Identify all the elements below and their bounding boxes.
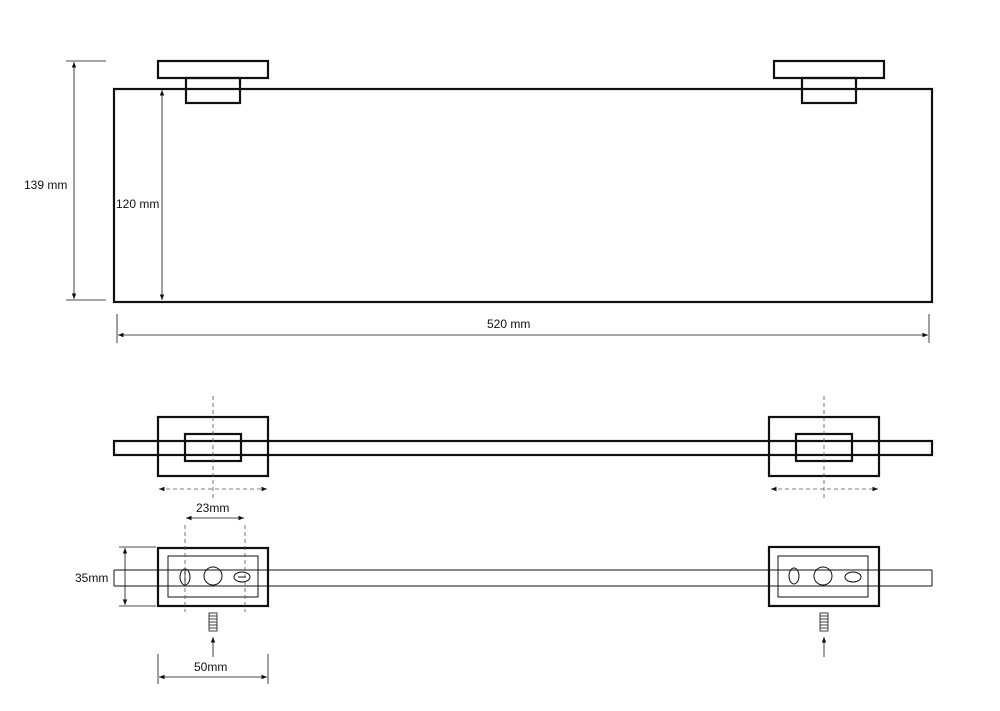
left-bracket-bottom bbox=[156, 546, 270, 608]
dimension-total-height: 139 mm bbox=[24, 60, 106, 301]
glass-top-view bbox=[112, 439, 934, 457]
bracket-height-label: 35mm bbox=[75, 571, 108, 585]
dimension-length: 520 mm bbox=[116, 314, 930, 343]
length-label: 520 mm bbox=[487, 317, 530, 331]
right-screw-icon bbox=[819, 612, 829, 632]
total-height-label: 139 mm bbox=[24, 178, 67, 192]
right-bracket-front bbox=[772, 59, 886, 105]
glass-height-label: 120 mm bbox=[116, 197, 159, 211]
bottom-view: 23mm 35mm bbox=[75, 501, 933, 684]
hole-spacing-label: 23mm bbox=[196, 501, 229, 515]
dimension-bracket-height: 35mm bbox=[75, 546, 156, 607]
glass-panel bbox=[112, 87, 934, 304]
front-view: 139 mm 120 mm 520 mm bbox=[24, 59, 934, 343]
right-bracket-bottom bbox=[767, 545, 881, 608]
bracket-width-label: 50mm bbox=[194, 660, 227, 674]
dimension-bracket-width: 50mm bbox=[157, 654, 269, 684]
left-screw-icon bbox=[208, 612, 218, 632]
dimension-hole-spacing: 23mm bbox=[186, 501, 244, 521]
top-view bbox=[112, 396, 934, 498]
dimension-glass-height: 120 mm bbox=[116, 90, 165, 300]
left-bracket-front bbox=[156, 59, 270, 105]
